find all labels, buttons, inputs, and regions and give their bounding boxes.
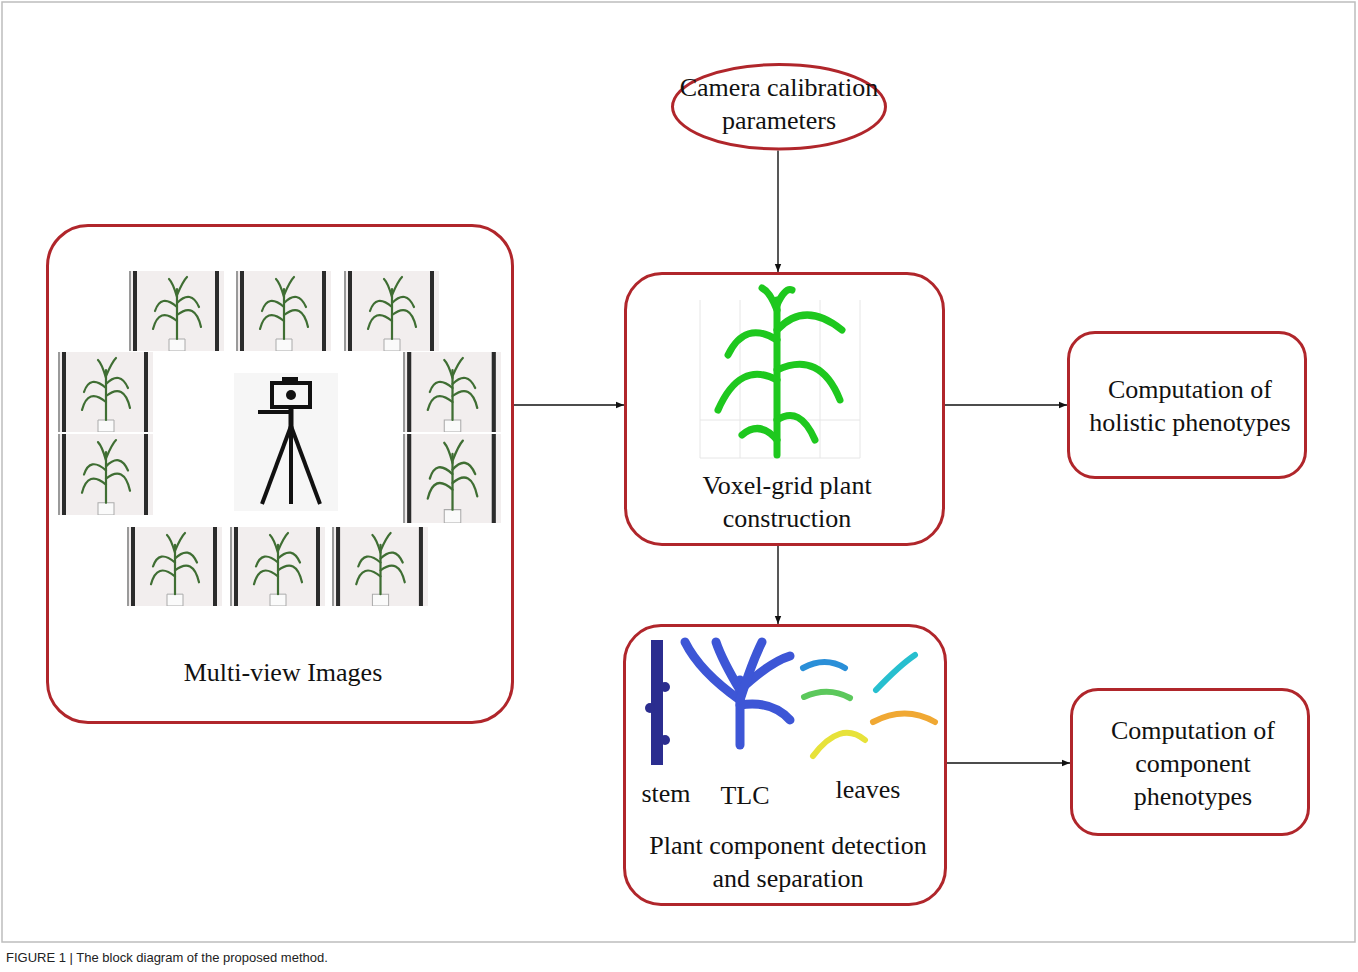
component-label: TLC — [710, 779, 780, 812]
input-panel: Multi-view Images — [46, 224, 514, 724]
flow-arrow — [945, 404, 1067, 405]
node-label: Camera calibration parameters — [672, 71, 886, 137]
calibration-ellipse: Camera calibration parameters — [671, 63, 887, 151]
flow-arrow — [777, 151, 778, 273]
process-box: Voxel-grid plant construction — [624, 272, 945, 546]
node-label: Voxel-grid plant construction — [656, 469, 918, 535]
component-label: leaves — [823, 773, 913, 806]
flow-arrow — [777, 546, 778, 624]
voxel-plant — [700, 288, 860, 458]
node-label: Plant component detection and separation — [636, 829, 940, 895]
figure-frame — [2, 2, 1355, 942]
output-box: Computation of holistic phenotypes — [1067, 331, 1307, 479]
camera-tripod-icon — [234, 373, 338, 511]
node-label: Multi-view Images — [73, 656, 493, 689]
plant-components — [645, 640, 935, 765]
output-box: Computation of component phenotypes — [1070, 688, 1310, 836]
figure-caption: FIGURE 1 | The block diagram of the prop… — [6, 950, 328, 965]
flow-arrow — [514, 404, 624, 405]
node-label: Computation of holistic phenotypes — [1079, 373, 1301, 439]
view-thumbnails — [58, 271, 501, 606]
component-label: stem — [631, 777, 701, 810]
node-label: Computation of component phenotypes — [1095, 714, 1291, 813]
flow-arrow — [947, 762, 1070, 763]
process-box: stem TLC leavesPlant component detection a… — [623, 624, 947, 906]
